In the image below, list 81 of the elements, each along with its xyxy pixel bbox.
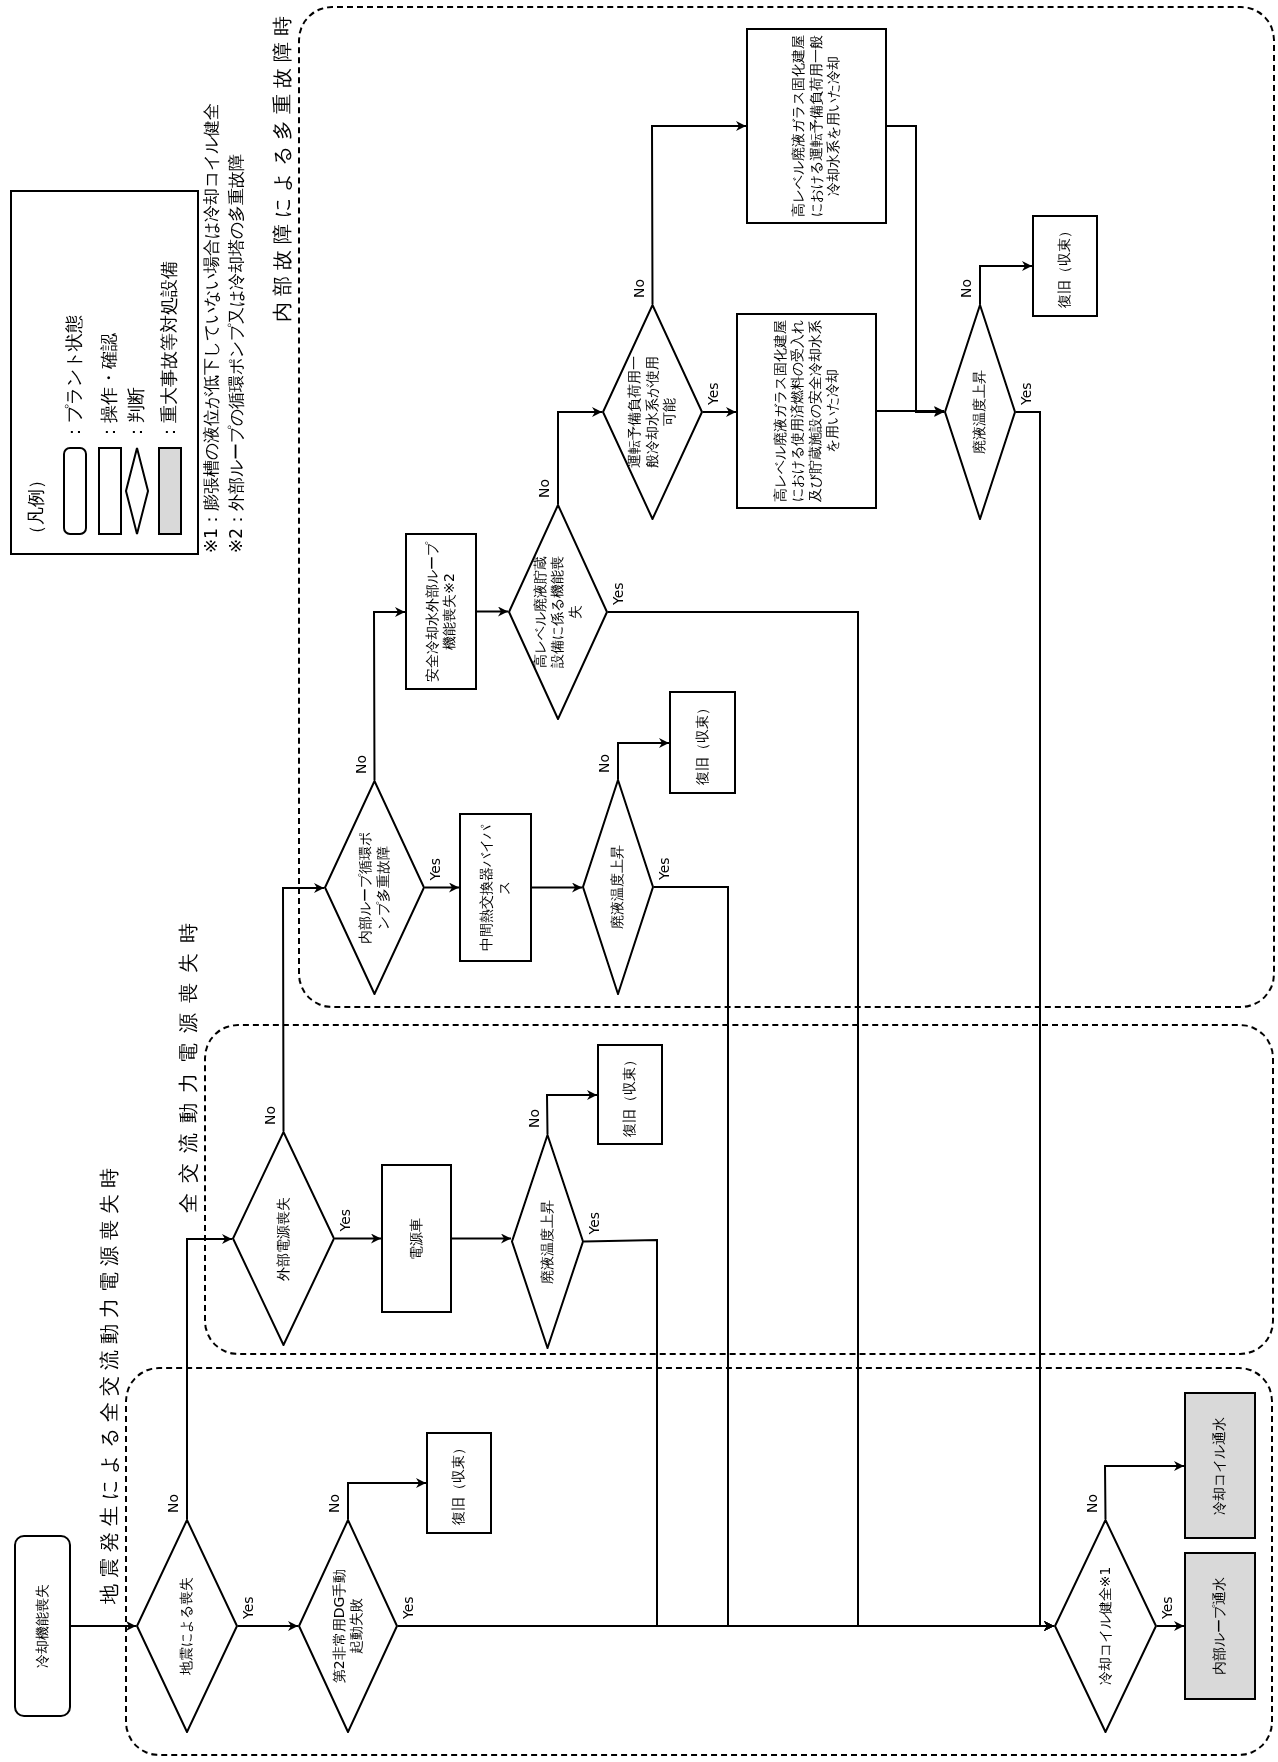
process-box — [405, 533, 477, 690]
arrow — [476, 606, 509, 617]
arrow — [1156, 1621, 1185, 1631]
process-box — [1032, 215, 1098, 317]
node-label: 電源車 — [407, 1217, 425, 1260]
legend-title: （凡例） — [24, 471, 47, 543]
node-label: 運転予備負荷用一般冷却水系が使用可能 — [626, 355, 679, 470]
arrow — [70, 1621, 137, 1631]
edge-label: No — [526, 1107, 542, 1129]
edge-label: No — [631, 277, 647, 299]
section-title: 全交流動力電源喪失時 — [175, 913, 201, 1213]
arrow — [546, 1090, 598, 1135]
arrow — [334, 1233, 382, 1244]
arrow — [617, 738, 670, 780]
arrow — [876, 406, 945, 416]
equipment-box — [1184, 1392, 1256, 1539]
edge-label: No — [1084, 1492, 1100, 1514]
legend-label: ：プラント状態 — [62, 315, 85, 441]
equipment-box — [1184, 1552, 1256, 1700]
decision-diamond — [508, 504, 608, 720]
node-label: 復旧（収束） — [450, 1441, 468, 1525]
arrow — [651, 121, 747, 305]
section-title: 地震発生による全交流動力電源喪失時 — [96, 1162, 122, 1604]
node-label: 内部ループ循環ポンプ多重故障 — [357, 830, 392, 946]
decision-diamond — [602, 304, 703, 520]
decision-diamond — [324, 780, 425, 995]
node-label: 復旧（収束） — [693, 700, 711, 785]
decision-diamond — [298, 1519, 398, 1733]
arrow — [347, 1478, 427, 1520]
node-label: 廃液温度上昇 — [538, 1199, 556, 1284]
decision-diamond — [136, 1519, 238, 1733]
node-label: 外部電源喪失 — [274, 1196, 292, 1281]
arrow — [886, 125, 945, 417]
legend-label: ：操作・確認 — [97, 333, 120, 441]
arrow — [1104, 1461, 1185, 1520]
legend-label: ：判断 — [124, 387, 147, 441]
node-label: 安全冷却水外部ループ機能喪失※2 — [423, 540, 458, 684]
legend-label: ：重大事故等対処設備 — [157, 261, 180, 441]
arrow — [424, 882, 460, 893]
arrow — [979, 261, 1033, 305]
decision-diamond — [582, 779, 654, 995]
decision-diamond — [1054, 1519, 1157, 1733]
decision-diamond — [232, 1131, 335, 1346]
node-label: 中間熱交換器バイパス — [478, 823, 513, 953]
arrow — [1015, 411, 1055, 1631]
node-label: 廃液温度上昇 — [609, 845, 627, 929]
process-box — [746, 28, 887, 224]
arrow — [373, 607, 406, 781]
node-label: 高レベル廃液ガラス固化建屋における運転予備負荷用一般冷却水系を用いた冷却 — [790, 34, 843, 218]
process-box — [669, 691, 736, 794]
footnote: ※2：外部ループの循環ポンプ又は冷却塔の多重故障 — [225, 153, 247, 553]
section-title: 内部故障による多重故障時 — [269, 10, 295, 322]
arrow — [531, 882, 583, 893]
edge-label: No — [262, 1104, 278, 1126]
process-box — [459, 813, 532, 962]
process-box — [597, 1044, 663, 1145]
arrow — [702, 407, 737, 417]
arrow — [186, 1234, 233, 1520]
arrow — [237, 1621, 299, 1631]
edge-label: No — [353, 753, 369, 775]
decision-diamond — [511, 1134, 584, 1349]
arrow — [282, 883, 325, 1132]
node-label: 冷却機能喪失 — [33, 1584, 51, 1668]
node-label: 冷却コイル健全※1 — [1096, 1566, 1114, 1686]
node-label: 復旧（収束） — [1056, 224, 1074, 308]
node-label: 地震による喪失 — [178, 1577, 196, 1675]
process-box — [736, 313, 877, 509]
decision-diamond — [944, 304, 1016, 520]
arrow — [557, 407, 603, 505]
footnote: ※1：膨張槽の液位が低下していない場合は冷却コイル健全 — [200, 102, 222, 553]
node-label: 冷却コイル通水 — [1211, 1416, 1229, 1515]
node-label: 内部ループ通水 — [1211, 1577, 1229, 1675]
node-label: 第2非常用DG手動起動失敗 — [330, 1567, 365, 1686]
arrow — [451, 1233, 512, 1244]
node-label: 復旧（収束） — [621, 1052, 639, 1137]
process-box — [426, 1432, 492, 1534]
node-label: 高レベル廃液ガラス固化建屋における使用済燃料の受入れ及び貯蔵施設の安全冷却水系を用いた冷却 — [771, 319, 841, 503]
node-label: 高レベル廃液貯蔵設備に係る機能喪失 — [531, 555, 584, 670]
start-box — [14, 1535, 71, 1717]
node-label: 廃液温度上昇 — [971, 370, 989, 454]
process-box — [381, 1164, 452, 1313]
